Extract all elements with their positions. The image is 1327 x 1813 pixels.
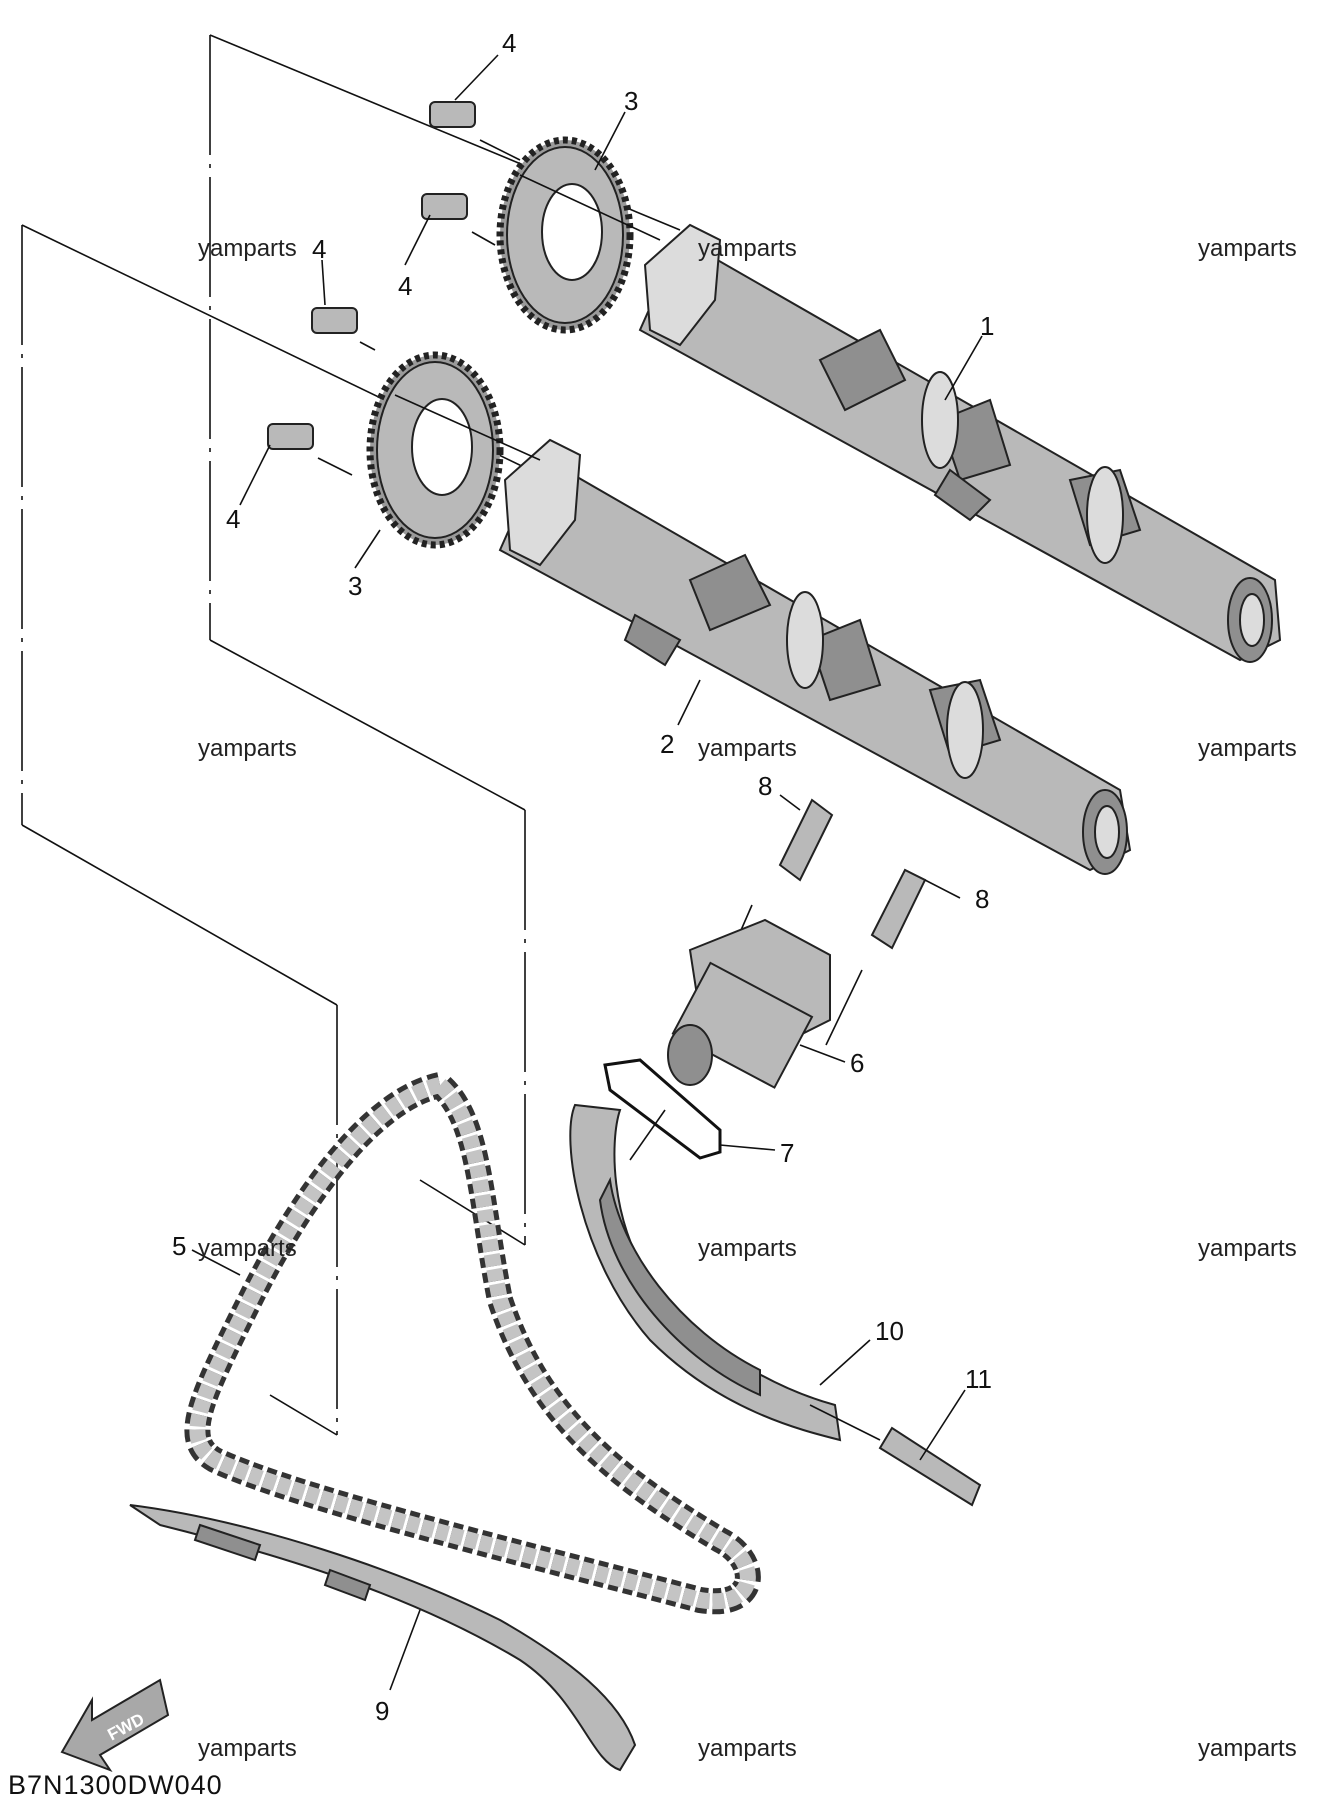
callout-5: 5 — [172, 1231, 186, 1261]
callout-7: 7 — [780, 1138, 794, 1168]
camshaft-upper — [638, 223, 1282, 663]
watermark: yamparts — [698, 1235, 797, 1262]
callout-3: 3 — [624, 86, 638, 116]
watermark: yamparts — [698, 1735, 797, 1762]
chain-tensioner — [667, 918, 831, 1089]
guide-pin — [809, 1404, 982, 1507]
watermark: yamparts — [1198, 1235, 1297, 1262]
camshaft-lower — [498, 438, 1132, 875]
cam-sprocket-upper — [496, 136, 661, 334]
watermark: yamparts — [198, 1235, 297, 1262]
watermark: yamparts — [1198, 735, 1297, 762]
callout-4: 4 — [226, 504, 240, 534]
callout-2: 2 — [660, 729, 674, 759]
callout-8: 8 — [975, 884, 989, 914]
callout-6: 6 — [850, 1048, 864, 1078]
cam-sprocket-lower — [366, 351, 541, 549]
callout-1: 1 — [980, 311, 994, 341]
callout-3: 3 — [348, 571, 362, 601]
callout-4: 4 — [502, 28, 516, 58]
callout-11: 11 — [965, 1364, 992, 1394]
callout-numbers: 4 3 4 4 4 1 3 2 8 8 6 7 5 10 11 9 — [172, 28, 994, 1726]
watermark: yamparts — [1198, 1735, 1297, 1762]
callout-4: 4 — [398, 271, 412, 301]
tensioner-gasket — [603, 1058, 722, 1161]
sprocket-bolts — [267, 101, 521, 476]
timing-chain — [184, 1070, 761, 1615]
watermark: yamparts — [198, 1735, 297, 1762]
watermark: yamparts — [698, 235, 797, 262]
fwd-arrow-icon: FWD — [60, 1678, 170, 1773]
chain-guide — [129, 1504, 637, 1772]
callout-8: 8 — [758, 771, 772, 801]
watermark: yamparts — [198, 735, 297, 762]
callout-10: 10 — [875, 1316, 904, 1346]
watermark: yamparts — [698, 735, 797, 762]
callout-4: 4 — [312, 234, 326, 264]
watermark: yamparts — [198, 235, 297, 262]
diagram-code: B7N1300DW040 — [8, 1770, 223, 1800]
callout-9: 9 — [375, 1696, 389, 1726]
frame-lines — [21, 34, 681, 1436]
watermark: yamparts — [1198, 235, 1297, 262]
leader-lines — [191, 54, 983, 1691]
watermarks: yamparts yamparts yamparts yamparts yamp… — [198, 235, 1297, 1762]
